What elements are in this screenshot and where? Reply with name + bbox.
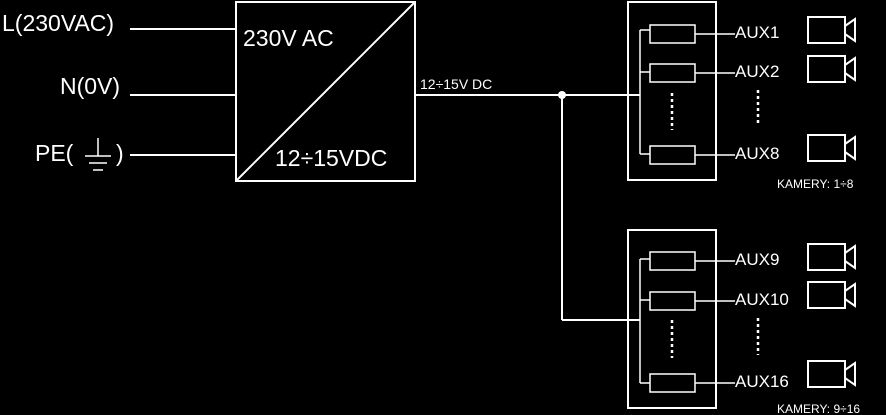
camera-icon	[807, 281, 856, 309]
aux-label: AUX1	[735, 23, 779, 42]
aux-label: AUX16	[735, 372, 789, 391]
camera-icon	[807, 16, 856, 44]
aux-label: AUX8	[735, 144, 779, 163]
fuse-icon	[649, 251, 696, 271]
fuse-module-1	[627, 1, 735, 181]
fuse-icon	[649, 24, 696, 44]
camera-icon	[807, 243, 856, 271]
camera-group-caption: KAMERY: 9÷16	[777, 402, 860, 415]
aux-label: AUX2	[735, 62, 779, 81]
input-label-n: N(0V)	[60, 73, 120, 99]
fuse-module-1-box	[627, 1, 717, 181]
fuse-icon	[649, 291, 696, 311]
camera-group-caption: KAMERY: 1÷8	[777, 177, 854, 191]
camera-icon	[807, 360, 856, 388]
input-label-l: L(230VAC)	[2, 10, 114, 36]
bus-label: 12÷15V DC	[420, 76, 492, 92]
fuse-icon	[649, 145, 696, 165]
camera-icon	[807, 55, 856, 83]
input-label-pe-suffix: )	[116, 140, 124, 166]
aux-label: AUX10	[735, 290, 789, 309]
input-label-pe-prefix: PE(	[35, 140, 74, 166]
power-supply-diagonal	[235, 1, 416, 182]
fuse-icon	[649, 63, 696, 83]
aux-label: AUX9	[735, 250, 779, 269]
camera-icon	[807, 134, 856, 162]
power-supply-box	[235, 1, 416, 182]
earth-ground-icon	[85, 138, 111, 171]
psu-input-label: 230V AC	[243, 25, 334, 51]
fuse-module-2-box	[627, 229, 717, 409]
psu-output-label: 12÷15VDC	[275, 145, 387, 171]
fuse-module-2	[627, 229, 735, 409]
fuse-icon	[649, 373, 696, 393]
